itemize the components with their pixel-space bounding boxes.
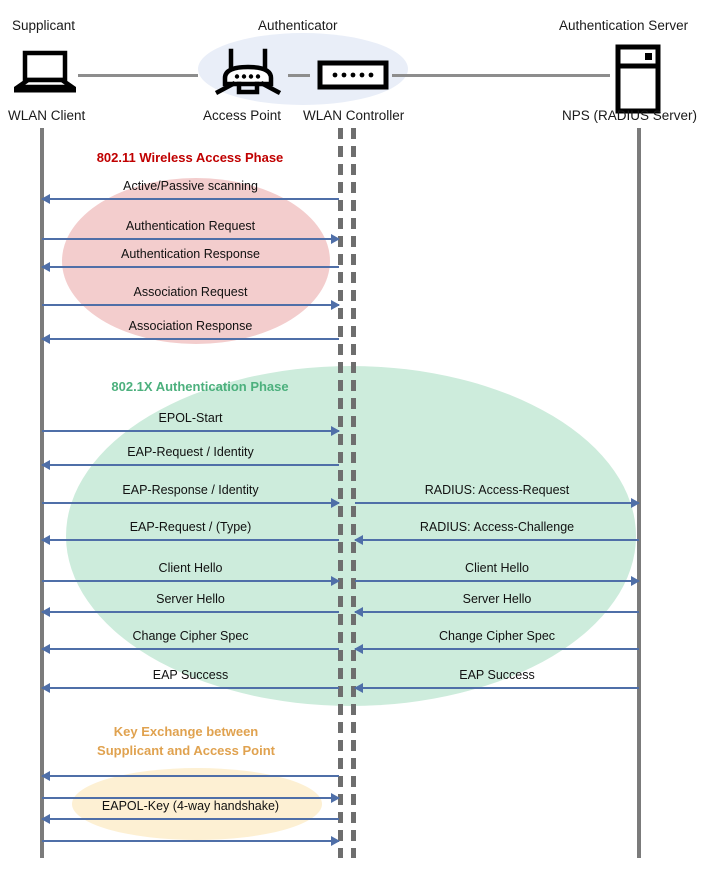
- message-arrow-dot1x-authentication-phase-12: [41, 683, 339, 693]
- message-label-dot1x-authentication-phase-2: EAP-Response / Identity: [122, 483, 259, 497]
- message-label-dot1x-authentication-phase-7: Client Hello: [465, 561, 529, 575]
- message-arrow-wireless-access-phase-2: [41, 262, 339, 272]
- node-label-2: WLAN Controller: [303, 108, 405, 123]
- message-arrow-dot1x-authentication-phase-10: [41, 644, 339, 654]
- phase-ellipse-wireless-access-phase: [62, 178, 330, 344]
- node-label-3: NPS (RADIUS Server): [562, 108, 698, 123]
- message-label-dot1x-authentication-phase-3: RADIUS: Access-Request: [424, 483, 570, 497]
- phase-caption-dot1x-authentication-phase: 802.1X Authentication Phase: [111, 379, 289, 394]
- phase-caption-line1: Key Exchange between: [113, 724, 259, 739]
- message-arrow-key-exchange-phase-1: [42, 793, 340, 803]
- message-label-dot1x-authentication-phase-6: Client Hello: [158, 561, 223, 575]
- message-label-wireless-access-phase-4: Association Response: [128, 319, 253, 333]
- node-label-1: Access Point: [203, 108, 282, 123]
- message-label-key-exchange-phase-2: EAPOL-Key (4-way handshake): [101, 799, 280, 813]
- phase-caption-wireless-access-phase: 802.11 Wireless Access Phase: [96, 150, 284, 165]
- message-label-wireless-access-phase-2: Authentication Response: [121, 247, 260, 261]
- message-arrow-dot1x-authentication-phase-3: [355, 498, 640, 508]
- laptop-icon: [14, 50, 76, 93]
- message-arrow-wireless-access-phase-4: [41, 334, 339, 344]
- access-point-icon: [215, 48, 281, 96]
- message-label-dot1x-authentication-phase-4: EAP-Request / (Type): [129, 520, 252, 534]
- role-label-2: Authentication Server: [559, 18, 689, 33]
- role-label-0: Supplicant: [12, 18, 76, 33]
- message-arrow-dot1x-authentication-phase-7: [355, 576, 640, 586]
- lifeline-authenticator-left: [338, 128, 343, 858]
- message-label-dot1x-authentication-phase-10: Change Cipher Spec: [132, 629, 249, 643]
- message-arrow-dot1x-authentication-phase-6: [42, 576, 340, 586]
- role-label-1: Authenticator: [258, 18, 338, 33]
- message-arrow-dot1x-authentication-phase-1: [42, 426, 340, 436]
- message-arrow-dot1x-authentication-phase-2: [42, 498, 340, 508]
- node-link-0: [78, 74, 198, 77]
- message-arrow-wireless-access-phase-0: [41, 194, 339, 204]
- message-label-wireless-access-phase-0: Active/Passive scanning: [123, 179, 258, 193]
- message-label-dot1x-authentication-phase-1: EPOL-Start: [158, 411, 223, 425]
- message-arrow-wireless-access-phase-1: [42, 234, 340, 244]
- message-arrow-wireless-access-phase-3: [42, 300, 340, 310]
- message-label-dot1x-authentication-phase-0: EAP-Request / Identity: [127, 445, 254, 459]
- message-label-wireless-access-phase-1: Authentication Request: [125, 219, 256, 233]
- node-link-2: [392, 74, 610, 77]
- phase-caption-line2: Supplicant and Access Point: [97, 743, 275, 758]
- message-arrow-dot1x-authentication-phase-9: [354, 607, 639, 617]
- node-label-0: WLAN Client: [8, 108, 86, 123]
- message-arrow-key-exchange-phase-2: [41, 814, 339, 824]
- lifeline-authenticator-right: [351, 128, 356, 858]
- message-label-dot1x-authentication-phase-8: Server Hello: [156, 592, 225, 606]
- message-arrow-dot1x-authentication-phase-4: [41, 535, 339, 545]
- lifeline-supplicant: [40, 128, 44, 858]
- node-link-1: [288, 74, 310, 77]
- phase-ellipse-key-exchange-phase: [72, 768, 322, 840]
- message-label-dot1x-authentication-phase-12: EAP Success: [152, 668, 229, 682]
- message-label-dot1x-authentication-phase-11: Change Cipher Spec: [438, 629, 556, 643]
- message-arrow-dot1x-authentication-phase-11: [354, 644, 639, 654]
- message-label-dot1x-authentication-phase-5: RADIUS: Access-Challenge: [419, 520, 575, 534]
- server-icon: [615, 44, 661, 114]
- message-label-wireless-access-phase-3: Association Request: [133, 285, 248, 299]
- message-arrow-dot1x-authentication-phase-0: [41, 460, 339, 470]
- message-label-dot1x-authentication-phase-9: Server Hello: [462, 592, 532, 606]
- message-arrow-dot1x-authentication-phase-8: [41, 607, 339, 617]
- message-arrow-dot1x-authentication-phase-5: [354, 535, 639, 545]
- message-arrow-key-exchange-phase-3: [42, 836, 340, 846]
- message-arrow-key-exchange-phase-0: [41, 771, 339, 781]
- message-label-dot1x-authentication-phase-13: EAP Success: [459, 668, 535, 682]
- lifeline-authentication-server: [637, 128, 641, 858]
- wlan-controller-icon: [317, 60, 389, 90]
- message-arrow-dot1x-authentication-phase-13: [354, 683, 639, 693]
